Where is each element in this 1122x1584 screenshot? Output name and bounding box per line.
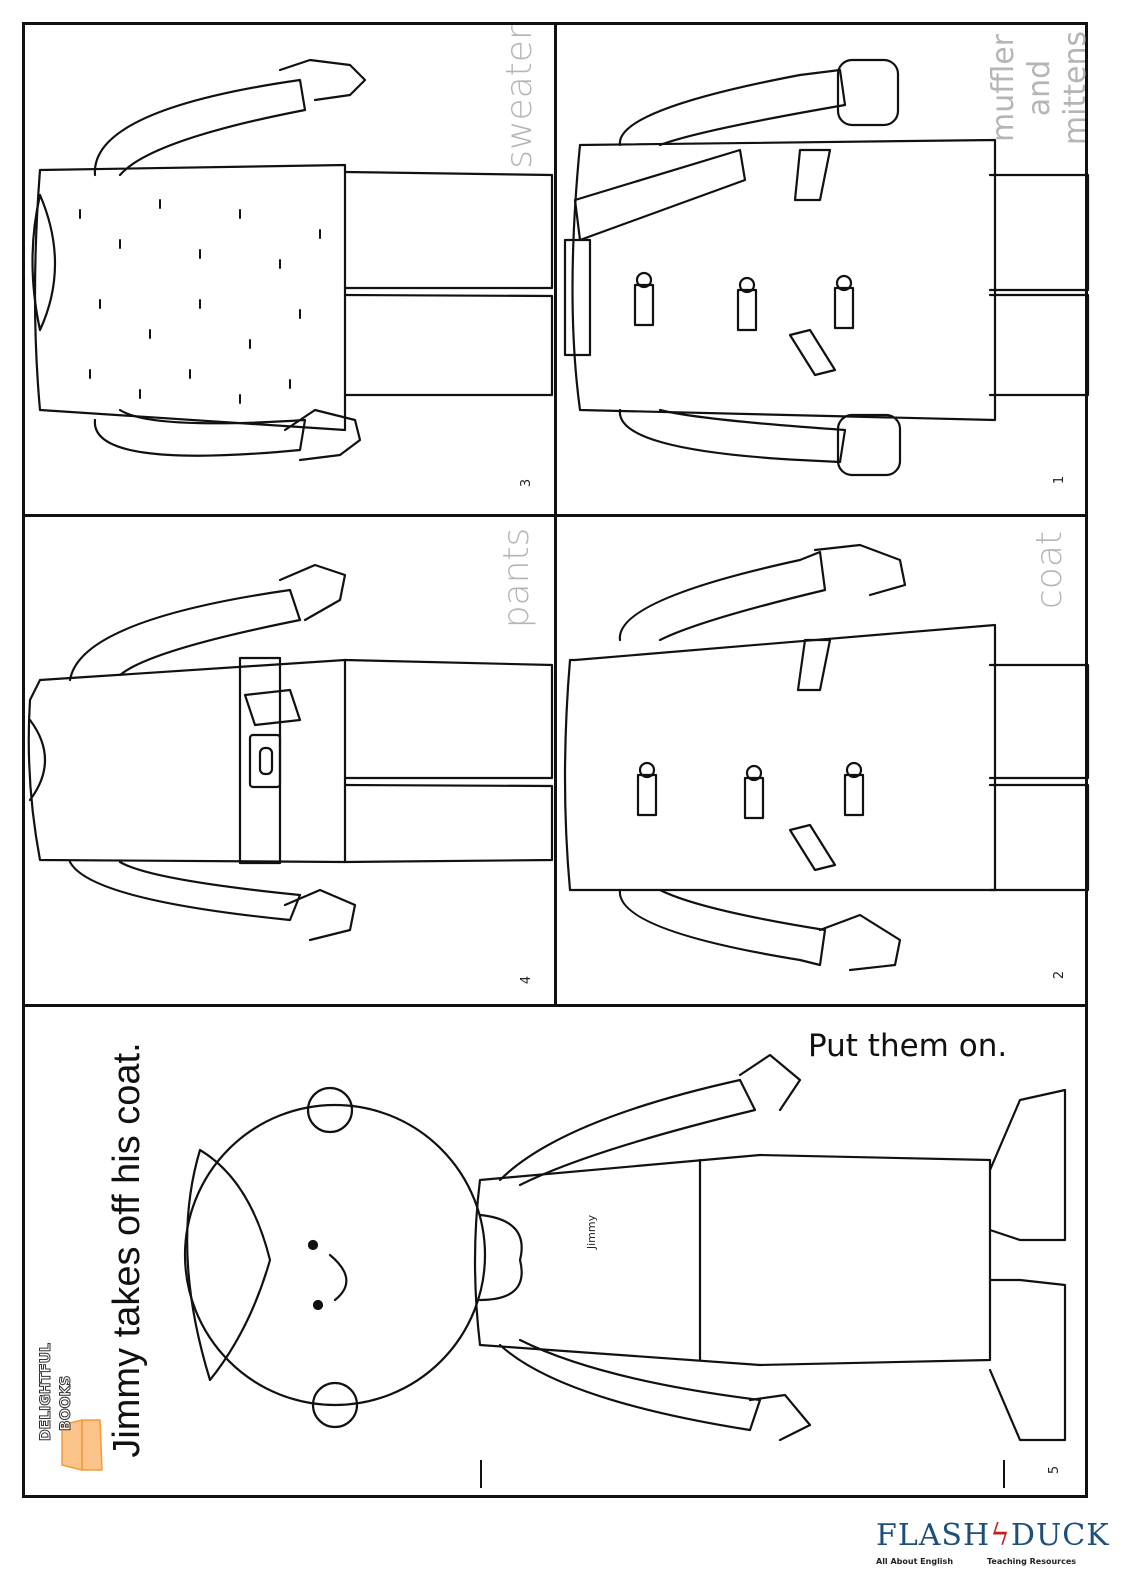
label-muffler-and-mittens: muffler and mittens <box>986 23 1094 153</box>
sweater-illustration <box>31 58 554 462</box>
logo-line2: BOOKS <box>58 1375 75 1431</box>
delightful-books-logo: DELIGHTFUL BOOKS <box>36 1343 76 1442</box>
tagline-left: All About English <box>876 1557 954 1566</box>
logo-line1: DELIGHTFUL <box>38 1343 55 1442</box>
label-coat: coat <box>1029 531 1071 609</box>
page-number-3: 3 <box>518 478 534 488</box>
name-tag: Jimmy <box>584 1214 598 1250</box>
write-line <box>480 1460 482 1488</box>
cover-title: Jimmy takes off his coat. <box>106 1042 149 1458</box>
brand-right: DUCK <box>1010 1518 1110 1553</box>
flash-duck-logo: FLASHϟDUCK All About English Teaching Res… <box>876 1518 1110 1568</box>
lightning-icon: ϟ <box>990 1518 1011 1553</box>
tagline-right: Teaching Resources <box>987 1557 1077 1566</box>
page-number-5: 5 <box>1046 1465 1062 1475</box>
jimmy-illustration <box>183 1053 1067 1442</box>
label-line: and <box>1022 59 1057 117</box>
coat-muffler-illustration <box>563 58 1090 477</box>
pants-illustration <box>27 563 554 942</box>
write-line <box>1003 1460 1005 1488</box>
divider-row-1 <box>22 514 1088 517</box>
brand-left: FLASH <box>876 1518 991 1553</box>
divider-row-2 <box>22 1004 1088 1007</box>
page-number-2: 2 <box>1051 970 1067 980</box>
coat-illustration <box>563 543 1090 972</box>
page-number-1: 1 <box>1051 475 1067 485</box>
page-number-4: 4 <box>518 975 534 985</box>
label-pants: pants <box>496 527 538 629</box>
label-sweater: sweater <box>499 25 541 169</box>
label-line: muffler <box>986 33 1021 143</box>
book-logo-icon <box>61 1419 103 1471</box>
cover-caption: Put them on. <box>808 1028 1008 1064</box>
label-line: mittens <box>1058 30 1093 146</box>
